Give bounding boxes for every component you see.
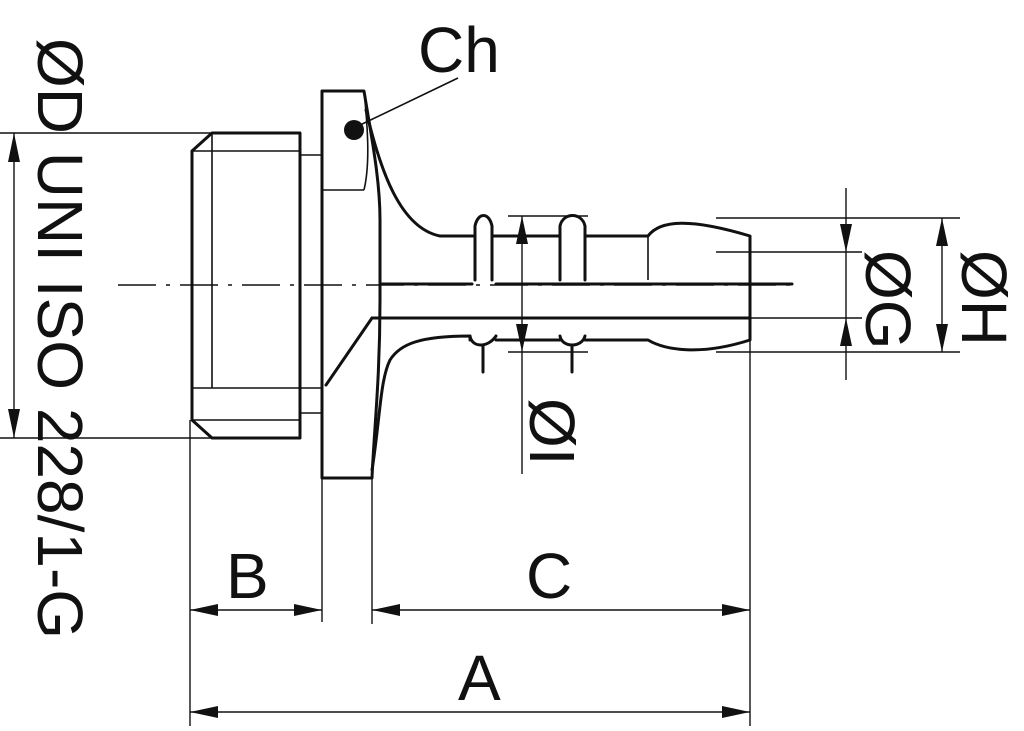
arrow-up-icon (8, 133, 20, 162)
arrow-up-icon (516, 216, 528, 244)
length-a-label: A (458, 642, 501, 714)
length-b-label: B (226, 540, 269, 612)
arrow-down-icon (516, 324, 528, 352)
tail-upper-profile (364, 108, 752, 320)
arrow-left-icon (190, 604, 218, 616)
tail-diameter-g-dimension: ØG (716, 188, 924, 380)
barb-upper-1 (473, 214, 494, 282)
chamfer-leader-line (357, 77, 459, 127)
arrow-down-icon (936, 324, 948, 352)
tail-diameter-h-dimension: ØH (716, 217, 1020, 353)
arrow-up-icon (936, 218, 948, 246)
barb-lower-1 (468, 334, 498, 374)
arrow-up-icon (840, 318, 852, 346)
tail-lower-profile (324, 316, 752, 472)
dia-g-label: ØG (852, 250, 924, 350)
length-c-label: C (526, 540, 572, 612)
arrow-left-icon (372, 604, 400, 616)
arrow-down-icon (8, 409, 20, 438)
arrow-right-icon (722, 604, 750, 616)
arrow-right-icon (722, 706, 750, 718)
hex-flange-facet (322, 90, 369, 191)
chamfer-label: Ch (418, 14, 500, 86)
dia-h-label: ØH (948, 250, 1020, 346)
chamfer-marker-dot (344, 120, 364, 140)
barb-lower-2 (558, 334, 587, 374)
arrow-right-icon (294, 604, 322, 616)
arrow-down-icon (840, 224, 852, 252)
dia-i-label: ØI (516, 398, 588, 466)
inner-diameter-dimension: ØI (508, 215, 588, 474)
thread-root-line (192, 133, 322, 421)
barb-upper-2 (558, 214, 587, 282)
thread-spec-label: ØD UNI ISO 228/1-G (24, 38, 96, 639)
fitting-body (190, 89, 794, 480)
arrow-left-icon (190, 706, 218, 718)
thread-diameter-dimension: ØD UNI ISO 228/1-G (0, 38, 212, 639)
length-dimensions: B C A (189, 340, 751, 726)
